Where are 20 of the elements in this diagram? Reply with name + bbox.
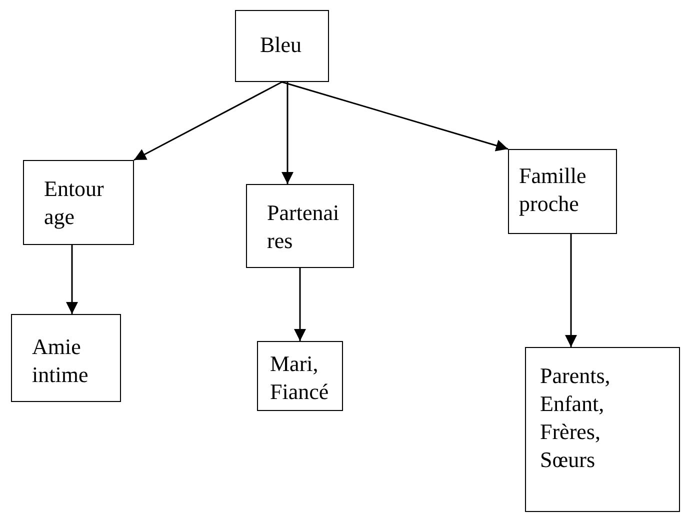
arrow bbox=[134, 81, 282, 161]
text-box bbox=[11, 314, 121, 402]
box-label: Bleu bbox=[260, 31, 303, 59]
text-box bbox=[235, 10, 329, 82]
arrow bbox=[565, 234, 577, 347]
arrow bbox=[282, 81, 508, 152]
text-box bbox=[257, 341, 343, 411]
box-label: Partenai res bbox=[267, 199, 340, 255]
text-box bbox=[246, 184, 354, 268]
text-box bbox=[508, 149, 617, 234]
arrow bbox=[294, 268, 306, 341]
text-box bbox=[525, 347, 680, 512]
box-label: Amie intime bbox=[32, 333, 90, 389]
box-label: Famille proche bbox=[519, 162, 588, 218]
arrow bbox=[282, 82, 294, 184]
box-label: Mari, Fiancé bbox=[270, 350, 330, 406]
box-label: Parents, Enfant, Frères, Sœurs bbox=[540, 362, 612, 474]
text-box bbox=[23, 160, 134, 245]
box-label: Entour age bbox=[44, 175, 105, 231]
arrow bbox=[66, 245, 78, 314]
